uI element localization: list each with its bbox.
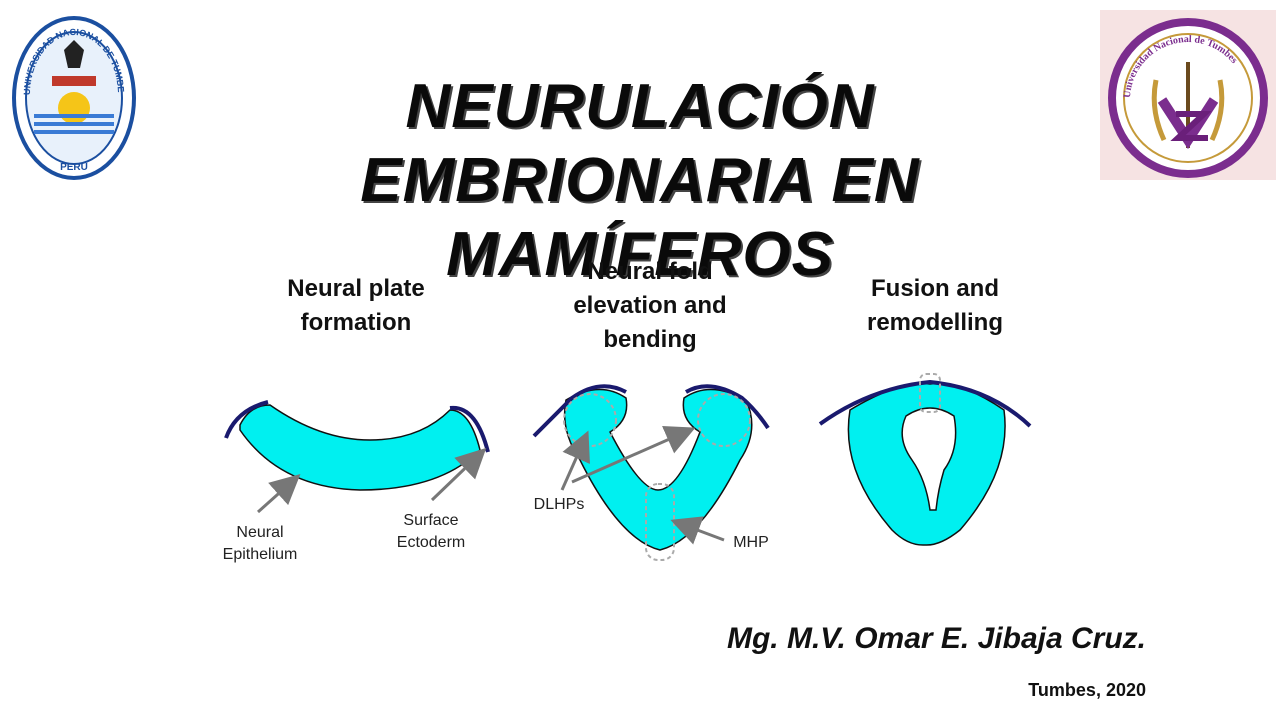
stage-title-neural-fold: Neural fold elevation and bending — [550, 255, 750, 357]
arrow-dlhp-right — [571, 425, 696, 484]
stage-title-neural-plate: Neural plate formation — [256, 272, 456, 340]
neural-fold-shape — [532, 384, 770, 561]
stage-2-line-3: bending — [603, 326, 697, 353]
arrow-mhp — [670, 516, 725, 545]
dlhp-right-outline — [697, 393, 751, 447]
stage-1-line-2: formation — [300, 309, 412, 336]
fused-ectoderm — [818, 379, 1032, 428]
university-seal-logo: UNIVERSIDAD NACIONAL DE TUMBES PERU — [10, 10, 136, 180]
veterinary-faculty-logo: Universidad Nacional de Tumbes — [1100, 10, 1276, 180]
slide-title-line-1: NEURULACIÓN EMBRIONARIA EN — [360, 72, 920, 215]
neural-tube-lumen — [901, 407, 957, 511]
arrow-surface-ectoderm — [430, 447, 487, 502]
seal-ring-text-bottom: PERU — [60, 162, 88, 173]
label-neural-epithelium-line-1: Neural — [236, 524, 284, 541]
neural-fold-ectoderm — [532, 384, 770, 438]
label-surface-ectoderm-line-2: Ectoderm — [396, 534, 466, 551]
dlhp-left-outline — [563, 393, 617, 447]
stage-2-line-1: Neural fold — [587, 258, 713, 285]
slide-title: NEURULACIÓN EMBRIONARIA EN MAMÍFEROS — [180, 70, 1100, 292]
surface-ectoderm-edge — [224, 400, 490, 453]
label-neural-epithelium: Neural Epithelium — [200, 522, 320, 566]
slide-title-line-2: MAMÍFEROS — [446, 220, 834, 289]
label-dlhps: DLHPs — [533, 496, 585, 513]
neural-tube-shape — [818, 373, 1032, 546]
stage-1-line-1: Neural plate — [287, 275, 425, 302]
neural-plate-shape — [224, 400, 490, 491]
place-date: Tumbes, 2020 — [1028, 680, 1146, 700]
stage-title-fusion: Fusion and remodelling — [835, 272, 1035, 340]
label-surface-ectoderm: Surface Ectoderm — [376, 510, 486, 554]
stage-2-line-2: elevation and — [573, 292, 727, 319]
arrow-dlhp-left — [560, 430, 590, 491]
stage-3-line-2: remodelling — [866, 309, 1004, 336]
arrow-neural-epithelium — [256, 473, 301, 514]
mhp-outline — [645, 483, 675, 561]
label-neural-epithelium-line-2: Epithelium — [222, 546, 298, 563]
label-surface-ectoderm-line-1: Surface — [403, 512, 459, 529]
stage-3-line-1: Fusion and — [871, 275, 999, 302]
fusion-outline — [919, 373, 941, 413]
label-mhp: MHP — [733, 534, 769, 551]
author-name: Mg. M.V. Omar E. Jibaja Cruz. — [726, 622, 1146, 655]
